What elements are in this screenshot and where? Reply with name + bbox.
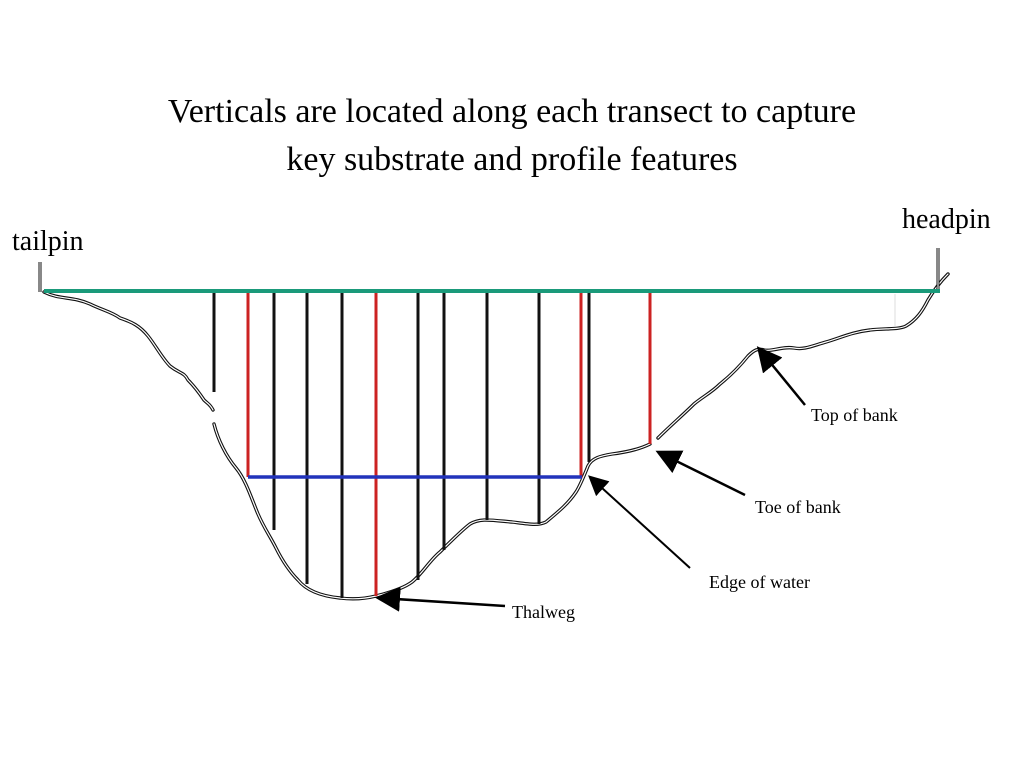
edge-of-water-label: Edge of water [709, 572, 810, 592]
toe-of-bank-label: Toe of bank [755, 497, 841, 517]
left-bank-outer-inner [43, 291, 214, 411]
right-bank-outer [656, 272, 950, 440]
toe-of-bank-arrow [655, 450, 746, 497]
channel-profile [42, 272, 950, 601]
thalweg-arrow [375, 586, 506, 612]
channel-bottom-outer [212, 422, 652, 601]
edge-of-water-arrow [588, 475, 691, 569]
right-bank-inner [657, 273, 949, 439]
slide-title: Verticals are located along each transec… [0, 88, 1024, 184]
title-line-1: Verticals are located along each transec… [167, 93, 857, 130]
title-line-2: key substrate and profile features [286, 141, 738, 178]
verticals [212, 291, 652, 598]
top-of-bank-label: Top of bank [811, 405, 898, 425]
top-of-bank-arrow [756, 346, 806, 406]
thalweg-label: Thalweg [512, 602, 575, 622]
left-bank-outer [42, 290, 215, 412]
channel-bottom-inner [213, 423, 651, 600]
headpin-label: headpin [902, 204, 991, 235]
tailpin-label: tailpin [12, 226, 84, 257]
